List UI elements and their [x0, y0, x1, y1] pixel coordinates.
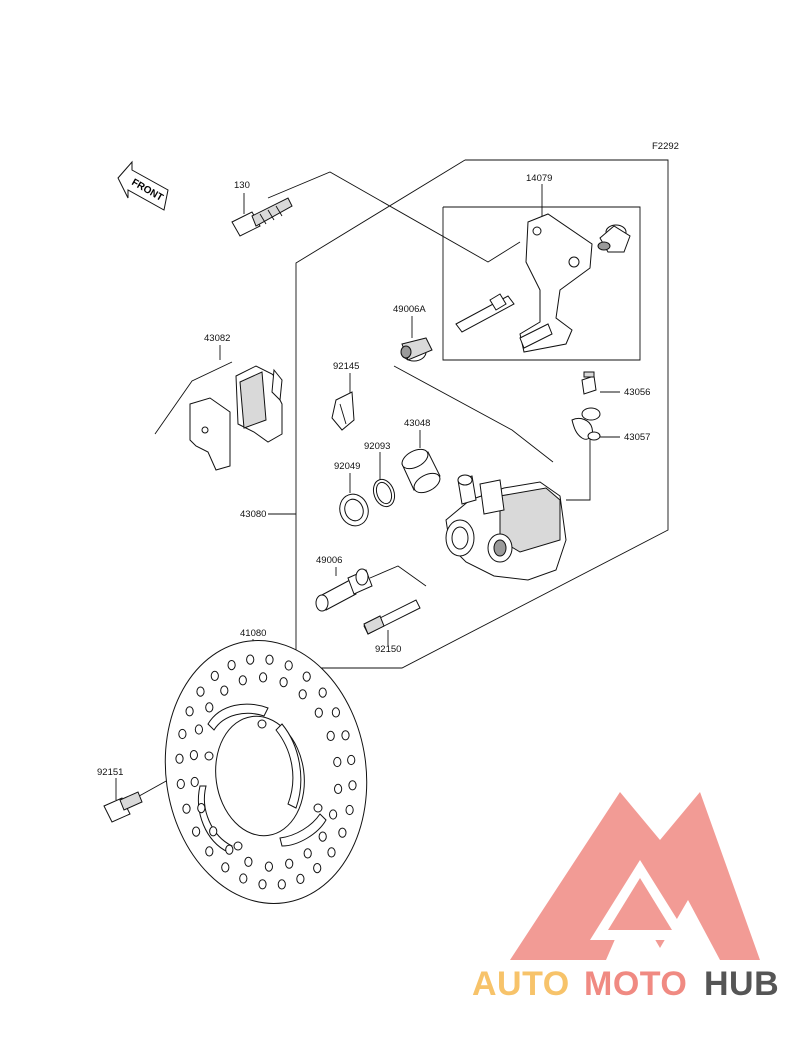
- disc-hole: [205, 846, 214, 857]
- label-92151: 92151: [97, 767, 123, 778]
- disc-hole: [196, 686, 205, 697]
- disc-hole: [209, 826, 218, 837]
- label-43057: 43057: [624, 432, 650, 443]
- label-92145: 92145: [333, 361, 359, 372]
- disc-hole: [303, 848, 312, 859]
- label-41080: 41080: [240, 628, 266, 639]
- label-92150: 92150: [375, 644, 401, 655]
- disc-hole: [189, 750, 198, 761]
- disc-hole: [338, 827, 347, 838]
- disc-hole: [182, 803, 191, 814]
- disc-hole: [277, 879, 286, 890]
- disc-hole: [264, 861, 273, 872]
- bracket-14079: [455, 213, 631, 353]
- label-43056: 43056: [624, 387, 650, 398]
- part-labels: 130 14079 49006A 43082 92145 43056 43048…: [97, 173, 650, 778]
- figure-code: F2292: [652, 141, 679, 152]
- disc-hole: [279, 677, 288, 688]
- disc-hole: [244, 856, 253, 867]
- disc-hole: [175, 753, 184, 764]
- seal-92093: [372, 478, 396, 508]
- disc-hole: [176, 778, 185, 790]
- watermark-logo: AUTO MOTO HUB: [472, 792, 779, 1003]
- disc-hole: [331, 707, 340, 718]
- bleeder-43056: [581, 371, 597, 395]
- caliper-43080: [445, 474, 567, 581]
- disc-hole: [326, 730, 335, 742]
- disc-hole: [285, 858, 294, 869]
- brake-pads-43082: [189, 365, 283, 471]
- label-14079: 14079: [526, 173, 552, 184]
- disc-hole: [334, 783, 343, 795]
- disc-hole: [313, 863, 322, 874]
- front-arrow-icon: FRONT: [117, 160, 169, 211]
- disc-hole: [284, 660, 293, 671]
- label-92093: 92093: [364, 441, 390, 452]
- disc-hole: [194, 724, 203, 735]
- disc-hole: [227, 660, 236, 671]
- disc-hole: [302, 671, 311, 682]
- brake-disc-41080: [164, 640, 368, 904]
- label-49006A: 49006A: [393, 304, 426, 315]
- label-92049: 92049: [334, 461, 360, 472]
- disc-hole: [318, 687, 327, 698]
- label-43048: 43048: [404, 418, 430, 429]
- disc-hole: [329, 809, 338, 820]
- watermark-word-auto: AUTO: [472, 965, 570, 1003]
- disc-hole: [238, 675, 247, 686]
- pad-spring-92145: [331, 391, 355, 431]
- pin-49006: [315, 568, 373, 612]
- assembly-frame: [295, 159, 669, 669]
- cap-43057: [571, 407, 601, 441]
- disc-hole: [225, 844, 234, 855]
- bolt-92150: [363, 599, 421, 635]
- label-43082: 43082: [204, 333, 230, 344]
- disc-hole: [246, 654, 255, 665]
- label-130: 130: [234, 180, 250, 191]
- screw-92151: [103, 791, 143, 823]
- disc-hole: [318, 831, 327, 842]
- disc-hole: [296, 873, 305, 885]
- disc-hole: [314, 707, 323, 718]
- disc-hole: [341, 730, 350, 741]
- boot-49006A: [400, 337, 433, 362]
- leader-lines: [115, 171, 620, 801]
- label-43080: 43080: [240, 509, 266, 520]
- disc-hole: [239, 873, 248, 884]
- piston-43048: [401, 448, 441, 494]
- disc-hole: [185, 706, 194, 717]
- disc-hole: [258, 879, 267, 890]
- disc-hole: [190, 776, 199, 788]
- disc-hole: [348, 780, 357, 791]
- disc-hole: [221, 862, 230, 873]
- disc-hole: [197, 803, 206, 814]
- disc-hole: [259, 672, 268, 683]
- bracket-frame: [442, 206, 641, 361]
- label-49006: 49006: [316, 555, 342, 566]
- disc-hole: [265, 654, 274, 665]
- disc-hole: [192, 826, 201, 837]
- watermark-word-hub: HUB: [704, 965, 779, 1003]
- disc-hole: [210, 670, 219, 682]
- disc-hole: [347, 754, 356, 766]
- disc-hole: [205, 702, 214, 713]
- disc-hole: [178, 728, 187, 740]
- seal-92049: [339, 493, 369, 527]
- watermark-word-moto: MOTO: [584, 965, 687, 1003]
- bolt-130: [231, 197, 293, 237]
- disc-hole: [345, 804, 354, 816]
- disc-hole: [220, 685, 229, 696]
- disc-hole: [327, 847, 336, 858]
- disc-hole: [298, 689, 307, 700]
- disc-hole: [333, 756, 342, 768]
